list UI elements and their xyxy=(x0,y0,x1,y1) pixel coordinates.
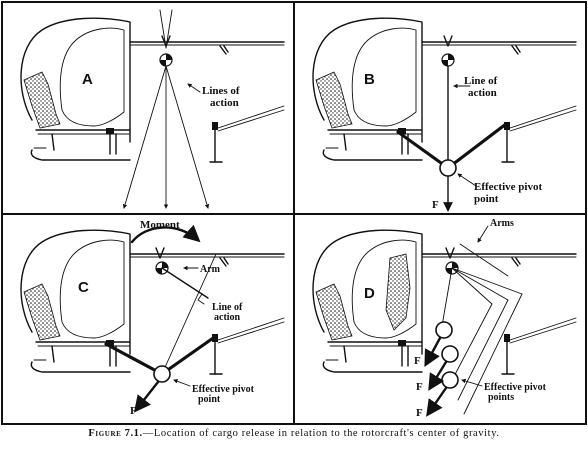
line-of-action-d-1 xyxy=(463,293,523,415)
moment-arrow xyxy=(130,224,201,244)
force-label-d-2: F xyxy=(416,381,423,393)
pivot-label-c-1: Effective pivot xyxy=(192,384,255,395)
helicopter-cabin-a xyxy=(20,17,285,163)
pivot-label-b-2: point xyxy=(474,193,499,205)
line-of-action-b-label-2: action xyxy=(468,87,497,99)
arms-pointer xyxy=(477,225,489,243)
line-of-action-b-label-1: Line of xyxy=(464,75,498,87)
pivot-label-b-1: Effective pivot xyxy=(474,181,542,193)
arms-dimension xyxy=(459,243,509,277)
figure-caption-text: —Location of cargo release in relation t… xyxy=(142,428,500,439)
cg-vertical-d xyxy=(441,267,453,327)
force-arrow-c xyxy=(133,380,160,413)
arm-d-3 xyxy=(451,267,493,305)
line-of-action-a-left xyxy=(122,65,167,209)
figure-caption: Figure 7.1.—Location of cargo release in… xyxy=(0,428,588,439)
rotor-hub-a xyxy=(161,35,171,47)
arms-label: Arms xyxy=(490,218,514,229)
effective-pivot-point-c xyxy=(153,365,171,383)
panel-letter-d: D xyxy=(364,285,375,302)
pivot-label-c-2: point xyxy=(198,394,221,405)
panel-letter-a: A xyxy=(82,71,93,88)
line-of-action-a-right xyxy=(165,65,210,209)
stippled-rear-panel xyxy=(385,253,411,331)
force-label-c: F xyxy=(130,405,137,417)
panel-a: A Lines of action xyxy=(20,9,285,209)
force-arrow-d-2 xyxy=(428,360,448,391)
moment-arm-c xyxy=(161,267,209,299)
line-of-action-d-2 xyxy=(457,299,509,401)
force-label-b: F xyxy=(432,199,439,211)
line-of-action-c xyxy=(161,253,217,375)
lines-of-action-label-2: action xyxy=(210,97,239,109)
center-of-gravity-symbol-a xyxy=(159,53,173,67)
center-of-gravity-symbol-b xyxy=(441,53,455,67)
arm-label-c: Arm xyxy=(200,264,221,275)
rotor-hub-b xyxy=(443,35,453,47)
figure-number: Figure 7.1. xyxy=(88,428,143,439)
panel-d-frame xyxy=(293,213,587,425)
panel-letter-b: B xyxy=(364,71,375,88)
line-of-action-c-label-2: action xyxy=(214,312,241,323)
lines-of-action-top xyxy=(159,9,173,49)
pivot-pointer-d xyxy=(461,378,483,387)
force-arrow-d-1 xyxy=(424,336,442,367)
lines-of-action-pointer xyxy=(187,83,201,93)
line-of-action-c-label-1: Line of xyxy=(212,302,243,313)
rotor-hub-c xyxy=(155,247,165,259)
right-angle-mark-c xyxy=(197,293,205,305)
arm-d-1 xyxy=(451,267,523,295)
pivot-pointer-c xyxy=(173,379,191,387)
panel-b: B Line of action Effective pivot point F xyxy=(312,17,577,212)
arm-d-2 xyxy=(451,267,509,301)
force-label-d-1: F xyxy=(414,355,421,367)
pivot-pointer-b xyxy=(457,173,477,187)
helicopter-cabin-c xyxy=(20,229,285,375)
force-label-d-3: F xyxy=(416,407,423,419)
effective-pivot-point-d-2 xyxy=(441,345,459,363)
rotor-hub-d xyxy=(445,247,455,259)
line-of-action-d-3 xyxy=(449,303,493,385)
force-arrow-d-3 xyxy=(426,386,448,417)
panel-c: C Moment Arm Line of action Effective pi… xyxy=(20,219,285,417)
helicopter-cabin-b xyxy=(312,17,577,163)
effective-pivot-point-d-3 xyxy=(441,371,459,389)
effective-pivot-point-d-1 xyxy=(435,321,453,339)
lines-of-action-label-1: Lines of xyxy=(202,85,240,97)
pivot-label-d-1: Effective pivot xyxy=(484,382,547,393)
effective-pivot-point-b xyxy=(439,159,457,177)
moment-label: Moment xyxy=(140,219,180,231)
pivot-label-d-2: points xyxy=(488,392,514,403)
panel-d: D Arms Effective pivot points F F F xyxy=(312,218,577,419)
panel-letter-c: C xyxy=(78,279,89,296)
